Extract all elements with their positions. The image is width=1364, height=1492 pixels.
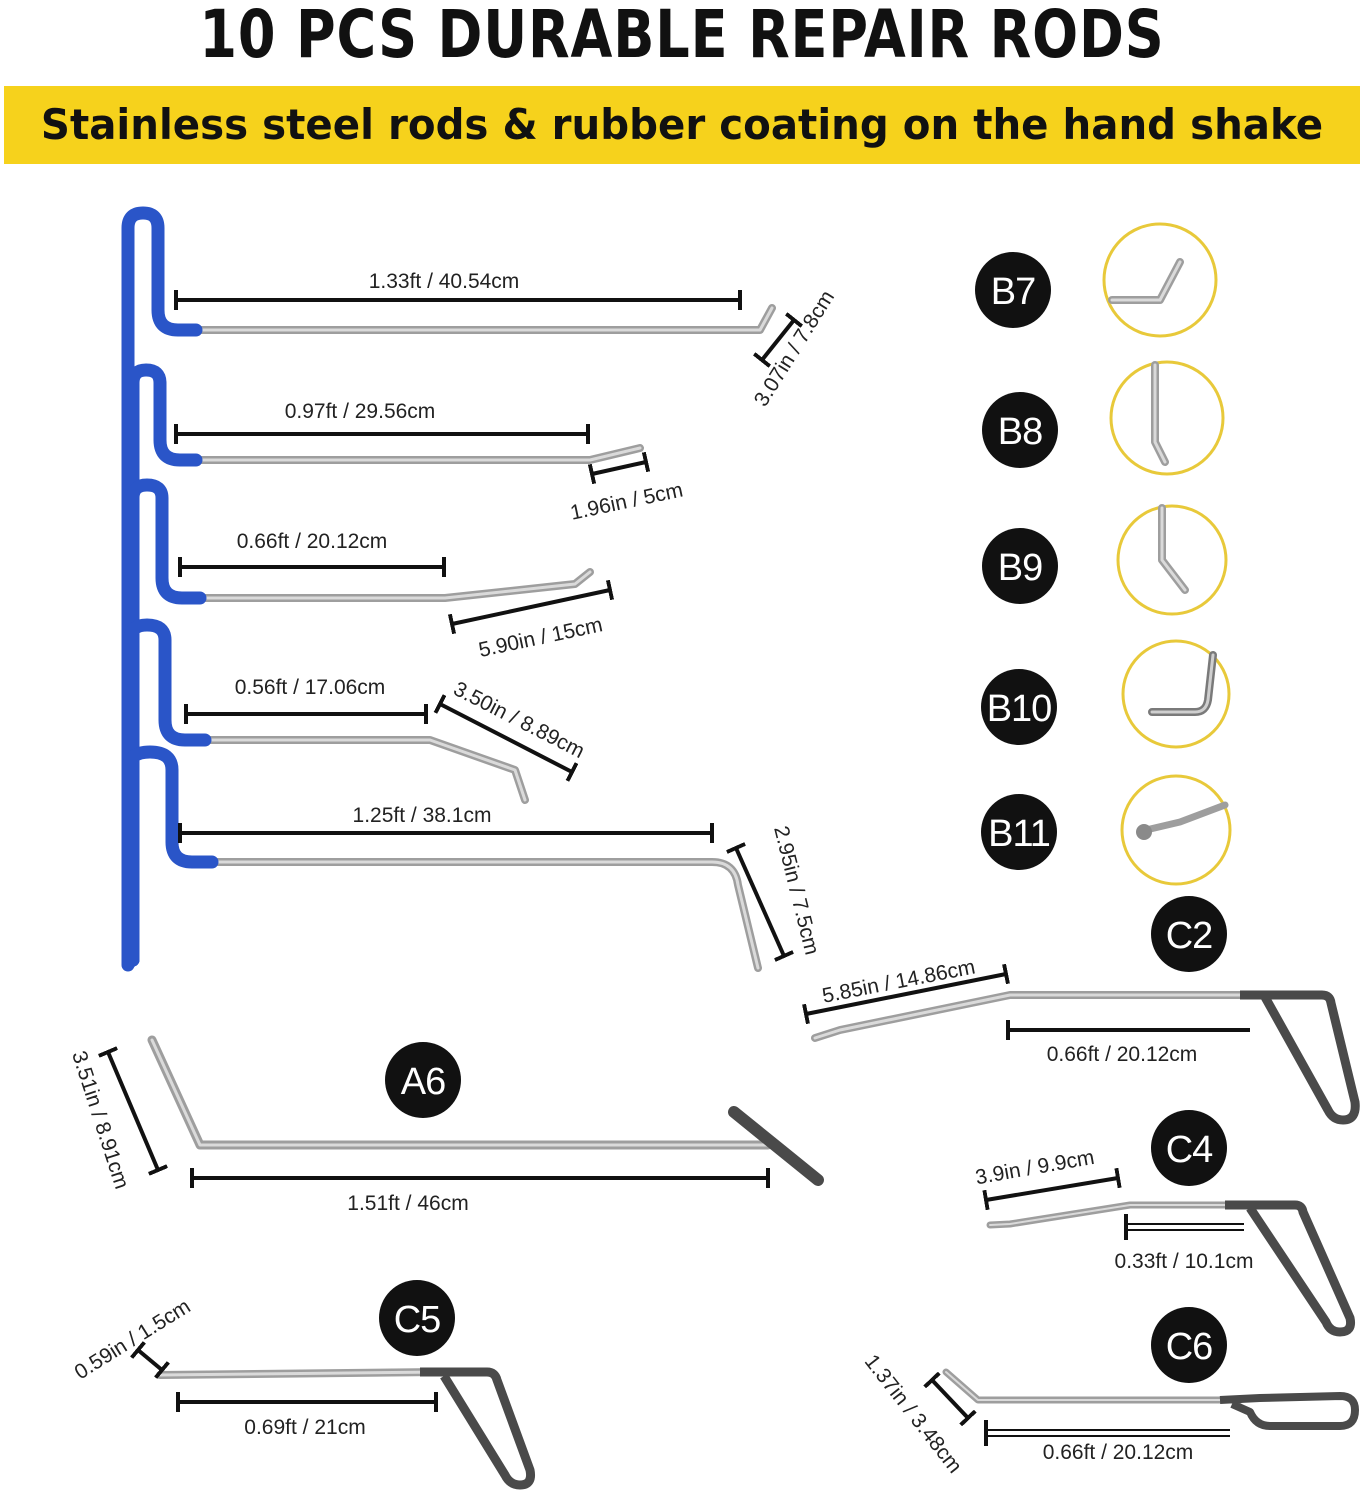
tip-detail-b7 (1102, 222, 1218, 338)
blue-rod-2 (126, 363, 644, 967)
dim-label-r3-tip: 5.90in / 15cm (477, 613, 605, 662)
dim-label-r1-tip: 3.07in / 7.8cm (750, 287, 839, 411)
svg-text:A6: A6 (401, 1061, 445, 1103)
dim-label-c5-length: 0.69ft / 21cm (244, 1416, 365, 1439)
badge-b10: B10 (981, 669, 1057, 745)
dim-label-r2-length: 0.97ft / 29.56cm (285, 400, 436, 423)
dim-label-c4-length: 0.33ft / 10.1cm (1115, 1250, 1254, 1273)
dim-label-c6-tip: 1.37in / 3.48cm (860, 1350, 967, 1477)
blue-rod-5 (121, 745, 762, 972)
badge-b9: B9 (982, 528, 1058, 604)
badge-b11: B11 (981, 794, 1057, 870)
badge-c4: C4 (1151, 1110, 1227, 1186)
blue-rod-1 (121, 206, 776, 972)
svg-text:C5: C5 (394, 1299, 441, 1341)
dim-label-c2-tip: 5.85in / 14.86cm (820, 956, 977, 1008)
svg-text:C4: C4 (1166, 1129, 1213, 1171)
rod-c4 (986, 1200, 1355, 1337)
dimension-lines (174, 290, 804, 962)
badge-c2: C2 (1151, 896, 1227, 972)
rod-c5 (156, 1367, 535, 1490)
badge-c5: C5 (379, 1280, 455, 1356)
dim-label-c5-tip: 0.59in / 1.5cm (71, 1295, 195, 1384)
dim-label-a6-tip: 3.51in / 8.91cm (67, 1048, 133, 1192)
svg-text:B7: B7 (991, 271, 1035, 313)
tip-detail-b8 (1109, 360, 1225, 476)
svg-text:B8: B8 (998, 411, 1042, 453)
dim-label-r5-length: 1.25ft / 38.1cm (353, 804, 492, 827)
tip-detail-b9 (1116, 504, 1228, 616)
subtitle: Stainless steel rods & rubber coating on… (40, 100, 1324, 149)
rod-c6 (942, 1368, 1359, 1430)
tip-detail-b10 (1121, 639, 1231, 749)
dim-label-c2-length: 0.66ft / 20.12cm (1047, 1043, 1198, 1066)
tip-detail-b11 (1120, 774, 1232, 886)
svg-text:B10: B10 (987, 688, 1052, 730)
dim-label-c6-length: 0.66ft / 20.12cm (1043, 1441, 1194, 1464)
dim-label-r4-length: 0.56ft / 17.06cm (235, 676, 386, 699)
subtitle-banner: Stainless steel rods & rubber coating on… (4, 86, 1360, 164)
svg-text:B9: B9 (998, 547, 1042, 589)
svg-text:C2: C2 (1166, 915, 1213, 957)
svg-text:B11: B11 (988, 813, 1050, 855)
dim-label-r2-tip: 1.96in / 5cm (568, 479, 685, 525)
rod-a6 (147, 1035, 824, 1186)
dim-label-r3-length: 0.66ft / 20.12cm (237, 530, 388, 553)
badge-c6: C6 (1151, 1307, 1227, 1383)
dim-label-a6-length: 1.51ft / 46cm (347, 1192, 468, 1215)
dim-label-r1-length: 1.33ft / 40.54cm (369, 270, 520, 293)
badge-b7: B7 (975, 252, 1051, 328)
badge-a6: A6 (385, 1042, 461, 1118)
svg-text:C6: C6 (1166, 1326, 1213, 1368)
badge-b8: B8 (982, 392, 1058, 468)
page-title: 10 PCS DURABLE REPAIR RODS (199, 0, 1165, 73)
